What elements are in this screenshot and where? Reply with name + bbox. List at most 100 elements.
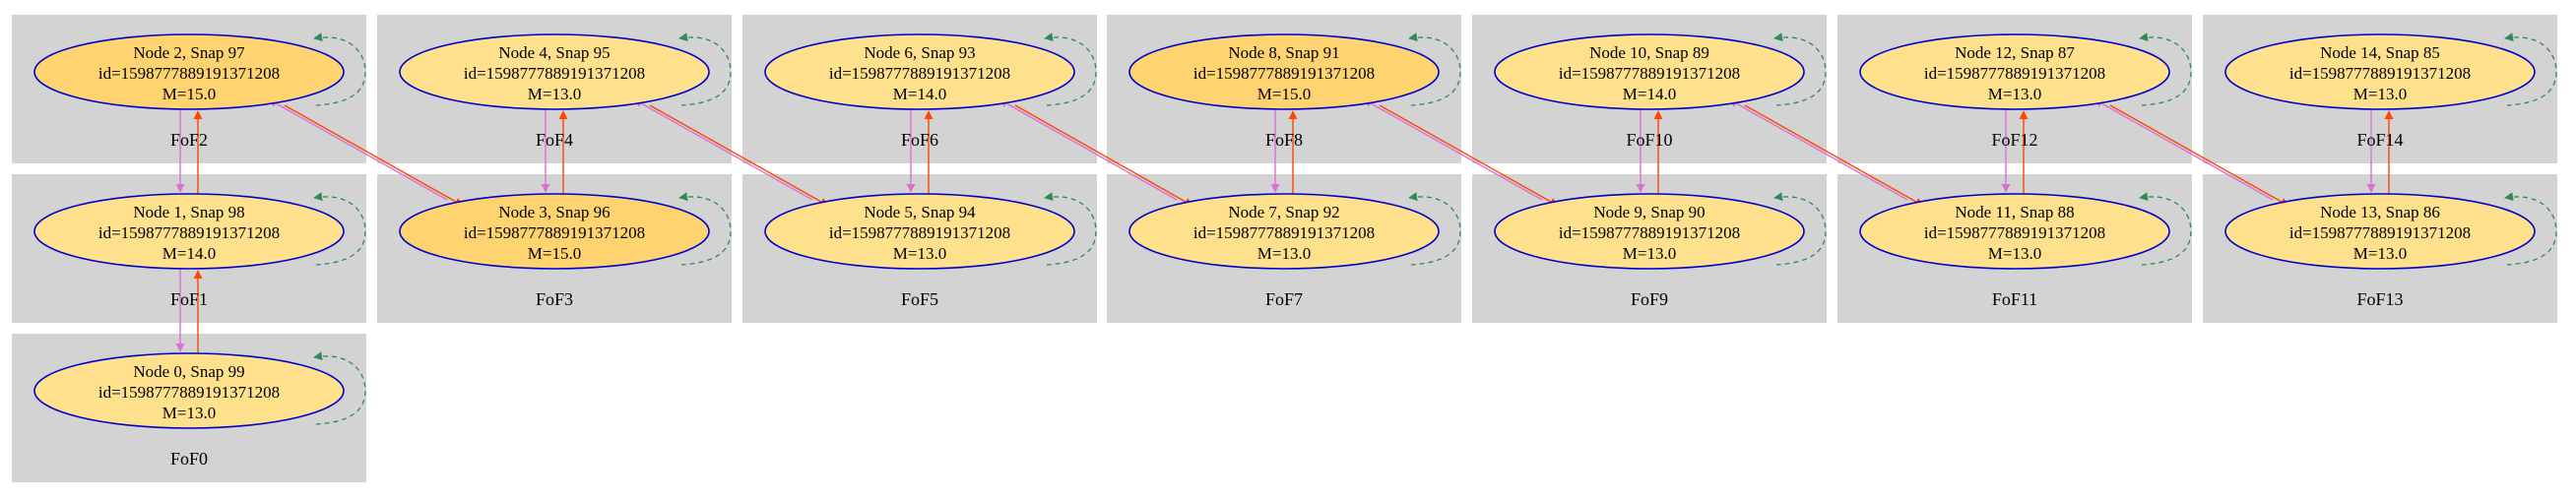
node-id-text-14: id=1598777889191371208 xyxy=(2289,64,2471,83)
node-ellipse-11[interactable] xyxy=(1859,193,2170,270)
node-mass-text-8: M=15.0 xyxy=(1257,85,1311,103)
cluster-label-10: FoF10 xyxy=(1626,130,1672,150)
node-id-text-2: id=1598777889191371208 xyxy=(98,64,280,83)
cluster-label-5: FoF5 xyxy=(901,289,938,309)
node-8[interactable]: Node 8, Snap 91 id=1598777889191371208M=1… xyxy=(1128,33,1440,110)
node-mass-text-1: M=14.0 xyxy=(162,244,216,263)
node-id-text-8: id=1598777889191371208 xyxy=(1193,64,1375,83)
node-14[interactable]: Node 14, Snap 85 id=1598777889191371208M=… xyxy=(2224,33,2536,110)
node-mass-text-0: M=13.0 xyxy=(162,404,216,422)
progenitor-edge-6 xyxy=(998,98,1178,201)
node-id-text-4: id=1598777889191371208 xyxy=(464,64,645,83)
cluster-label-14: FoF14 xyxy=(2356,130,2403,150)
cluster-label-6: FoF6 xyxy=(901,130,938,150)
node-mass-text-2: M=15.0 xyxy=(162,85,216,103)
node-id-text-9: id=1598777889191371208 xyxy=(1559,223,1740,242)
node-id-text-10: id=1598777889191371208 xyxy=(1559,64,1740,83)
descendant-edge-12 xyxy=(2109,104,2289,207)
node-ellipse-7[interactable] xyxy=(1128,193,1440,270)
node-id-text-6: id=1598777889191371208 xyxy=(829,64,1010,83)
node-title-13: Node 13, Snap 86 xyxy=(2320,203,2440,221)
node-ellipse-14[interactable] xyxy=(2224,33,2536,110)
node-mass-text-7: M=13.0 xyxy=(1257,244,1311,263)
node-title-0: Node 0, Snap 99 xyxy=(133,362,244,381)
node-13[interactable]: Node 13, Snap 86 id=1598777889191371208M=… xyxy=(2224,193,2536,270)
node-ellipse-0[interactable] xyxy=(33,352,345,429)
node-ellipse-13[interactable] xyxy=(2224,193,2536,270)
descendant-edge-2 xyxy=(284,104,464,207)
node-mass-text-14: M=13.0 xyxy=(2353,85,2407,103)
node-ellipse-9[interactable] xyxy=(1494,193,1805,270)
node-ellipse-1[interactable] xyxy=(33,193,345,270)
node-0[interactable]: Node 0, Snap 99 id=1598777889191371208M=1… xyxy=(33,352,345,429)
node-mass-text-3: M=15.0 xyxy=(528,244,581,263)
descendant-edge-6 xyxy=(1014,104,1193,207)
cluster-label-0: FoF0 xyxy=(170,449,208,469)
node-7[interactable]: Node 7, Snap 92 id=1598777889191371208M=1… xyxy=(1128,193,1440,270)
node-id-text-12: id=1598777889191371208 xyxy=(1924,64,2105,83)
node-id-text-0: id=1598777889191371208 xyxy=(98,383,280,402)
node-id-text-7: id=1598777889191371208 xyxy=(1193,223,1375,242)
node-9[interactable]: Node 9, Snap 90id=1598777889191371208M=1… xyxy=(1494,193,1805,270)
node-title-8: Node 8, Snap 91 xyxy=(1228,43,1339,62)
node-title-1: Node 1, Snap 98 xyxy=(133,203,244,221)
node-mass-text-11: M=13.0 xyxy=(1988,244,2041,263)
node-4[interactable]: Node 4, Snap 95 id=1598777889191371208M=1… xyxy=(399,33,710,110)
descendant-edge-10 xyxy=(1744,104,1924,207)
progenitor-edge-10 xyxy=(1728,98,1908,201)
cluster-label-13: FoF13 xyxy=(2356,289,2403,309)
node-5[interactable]: Node 5, Snap 94 id=1598777889191371208M=1… xyxy=(764,193,1075,270)
node-ellipse-10[interactable] xyxy=(1494,33,1805,110)
node-ellipse-6[interactable] xyxy=(764,33,1075,110)
node-mass-text-9: M=13.0 xyxy=(1623,244,1676,263)
node-11[interactable]: Node 11, Snap 88 id=1598777889191371208M=… xyxy=(1859,193,2170,270)
node-ellipse-2[interactable] xyxy=(33,33,345,110)
progenitor-edge-12 xyxy=(2093,98,2274,201)
node-id-text-1: id=1598777889191371208 xyxy=(98,223,280,242)
node-3[interactable]: Node 3, Snap 96 id=1598777889191371208M=1… xyxy=(399,193,710,270)
node-title-7: Node 7, Snap 92 xyxy=(1228,203,1339,221)
node-ellipse-4[interactable] xyxy=(399,33,710,110)
node-mass-text-12: M=13.0 xyxy=(1988,85,2041,103)
node-mass-text-6: M=14.0 xyxy=(893,85,946,103)
progenitor-edge-2 xyxy=(268,98,448,201)
cluster-label-4: FoF4 xyxy=(536,130,573,150)
progenitor-edge-8 xyxy=(1363,98,1543,201)
node-2[interactable]: Node 2, Snap 97id=1598777889191371208M=1… xyxy=(33,33,345,110)
node-title-10: Node 10, Snap 89 xyxy=(1589,43,1709,62)
node-mass-text-13: M=13.0 xyxy=(2353,244,2407,263)
node-ellipse-3[interactable] xyxy=(399,193,710,270)
node-mass-text-4: M=13.0 xyxy=(528,85,581,103)
node-title-14: Node 14, Snap 85 xyxy=(2320,43,2440,62)
descendant-edge-4 xyxy=(649,104,829,207)
node-title-12: Node 12, Snap 87 xyxy=(1955,43,2075,62)
node-ellipse-8[interactable] xyxy=(1128,33,1440,110)
node-ellipse-12[interactable] xyxy=(1859,33,2170,110)
node-mass-text-10: M=14.0 xyxy=(1623,85,1676,103)
node-title-5: Node 5, Snap 94 xyxy=(864,203,976,221)
node-title-6: Node 6, Snap 93 xyxy=(864,43,975,62)
cluster-label-9: FoF9 xyxy=(1631,289,1668,309)
progenitor-edge-4 xyxy=(633,98,813,201)
node-ellipse-5[interactable] xyxy=(764,193,1075,270)
node-id-text-5: id=1598777889191371208 xyxy=(829,223,1010,242)
node-title-3: Node 3, Snap 96 xyxy=(498,203,610,221)
cluster-label-1: FoF1 xyxy=(170,289,208,309)
node-mass-text-5: M=13.0 xyxy=(893,244,946,263)
cluster-label-12: FoF12 xyxy=(1991,130,2037,150)
node-title-11: Node 11, Snap 88 xyxy=(1955,203,2074,221)
node-10[interactable]: Node 10, Snap 89 id=1598777889191371208M=… xyxy=(1494,33,1805,110)
cluster-label-11: FoF11 xyxy=(1992,289,2037,309)
node-id-text-13: id=1598777889191371208 xyxy=(2289,223,2471,242)
node-12[interactable]: Node 12, Snap 87 id=1598777889191371208M=… xyxy=(1859,33,2170,110)
node-id-text-3: id=1598777889191371208 xyxy=(464,223,645,242)
cluster-label-7: FoF7 xyxy=(1265,289,1303,309)
cluster-label-8: FoF8 xyxy=(1265,130,1303,150)
node-title-4: Node 4, Snap 95 xyxy=(498,43,610,62)
cluster-label-3: FoF3 xyxy=(536,289,573,309)
node-6[interactable]: Node 6, Snap 93 id=1598777889191371208M=1… xyxy=(764,33,1075,110)
node-1[interactable]: Node 1, Snap 98 id=1598777889191371208M=1… xyxy=(33,193,345,270)
node-id-text-11: id=1598777889191371208 xyxy=(1924,223,2105,242)
descendant-edge-8 xyxy=(1379,104,1559,207)
